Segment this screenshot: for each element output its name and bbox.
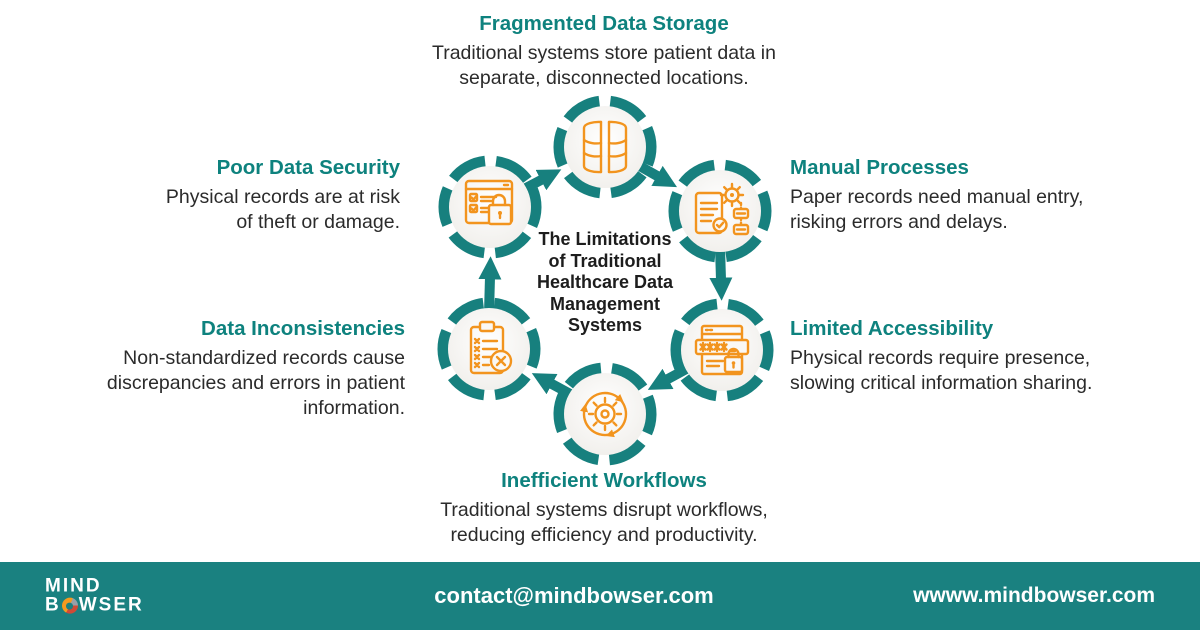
inefficient-workflows-desc: Traditional systems disrupt workflows, r… bbox=[440, 499, 768, 546]
inefficient-workflows-title: Inefficient Workflows bbox=[501, 469, 707, 492]
fragmented-data-storage-desc: Traditional systems store patient data i… bbox=[432, 42, 776, 89]
manual-processes-desc: Paper records need manual entry, risking… bbox=[790, 186, 1084, 233]
node-poor-data-security bbox=[430, 147, 550, 267]
password-lock-window-icon bbox=[694, 324, 750, 376]
limited-accessibility-text-block: Limited Accessibility Physical records r… bbox=[790, 317, 1150, 396]
diagram-title: The Limitations of Traditional Healthcar… bbox=[536, 229, 674, 335]
limited-accessibility-title: Limited Accessibility bbox=[790, 317, 994, 340]
node-limited-accessibility bbox=[662, 290, 782, 410]
data-inconsistencies-text-block: Data Inconsistencies Non-standardized re… bbox=[80, 317, 405, 421]
arrow-inconsistencies-to-security bbox=[478, 256, 502, 314]
node-fragmented-data-storage bbox=[545, 87, 665, 207]
inefficient-workflows-text-block: Inefficient Workflows Traditional system… bbox=[354, 469, 854, 548]
node-inefficient-workflows bbox=[545, 354, 665, 474]
manual-processes-text-block: Manual Processes Paper records need manu… bbox=[790, 156, 1135, 235]
node-data-inconsistencies bbox=[429, 289, 549, 409]
document-gear-flowchart-icon bbox=[694, 182, 750, 236]
data-inconsistencies-title: Data Inconsistencies bbox=[201, 317, 405, 340]
gear-cycle-icon bbox=[580, 391, 628, 438]
limited-accessibility-desc: Physical records require presence, slowi… bbox=[790, 347, 1093, 394]
arrow-manual-to-limited bbox=[709, 246, 733, 301]
checklist-padlock-icon bbox=[464, 179, 514, 226]
contact-email-link[interactable]: contact@mindbowser.com bbox=[434, 583, 714, 608]
data-inconsistencies-desc: Non-standardized records cause discrepan… bbox=[106, 347, 405, 419]
logo-line-2: B WSER bbox=[45, 595, 144, 616]
clipboard-error-icon bbox=[469, 320, 513, 375]
fragmented-data-storage-title: Fragmented Data Storage bbox=[479, 12, 729, 35]
poor-data-security-text-block: Poor Data Security Physical records are … bbox=[98, 156, 400, 235]
logo-text-wser: WSER bbox=[78, 595, 144, 616]
poor-data-security-title: Poor Data Security bbox=[216, 156, 400, 179]
poor-data-security-desc: Physical records are at risk of theft or… bbox=[165, 186, 400, 233]
logo-line-1: MIND bbox=[45, 575, 144, 597]
logo-text-mind: MIND bbox=[45, 575, 102, 597]
node-manual-processes bbox=[660, 151, 780, 271]
fragmented-data-storage-text-block: Fragmented Data Storage Traditional syst… bbox=[354, 12, 854, 91]
split-database-icon bbox=[582, 120, 628, 174]
website-link[interactable]: wwww.mindbowser.com bbox=[913, 584, 1155, 607]
footer-bar: MIND B WSER contact@mindbowser.com wwww.m… bbox=[0, 562, 1200, 630]
mindbowser-logo: MIND B WSER bbox=[45, 575, 144, 616]
manual-processes-title: Manual Processes bbox=[790, 156, 969, 179]
logo-text-b: B bbox=[45, 595, 61, 616]
mindbowser-swirl-icon bbox=[61, 597, 78, 614]
